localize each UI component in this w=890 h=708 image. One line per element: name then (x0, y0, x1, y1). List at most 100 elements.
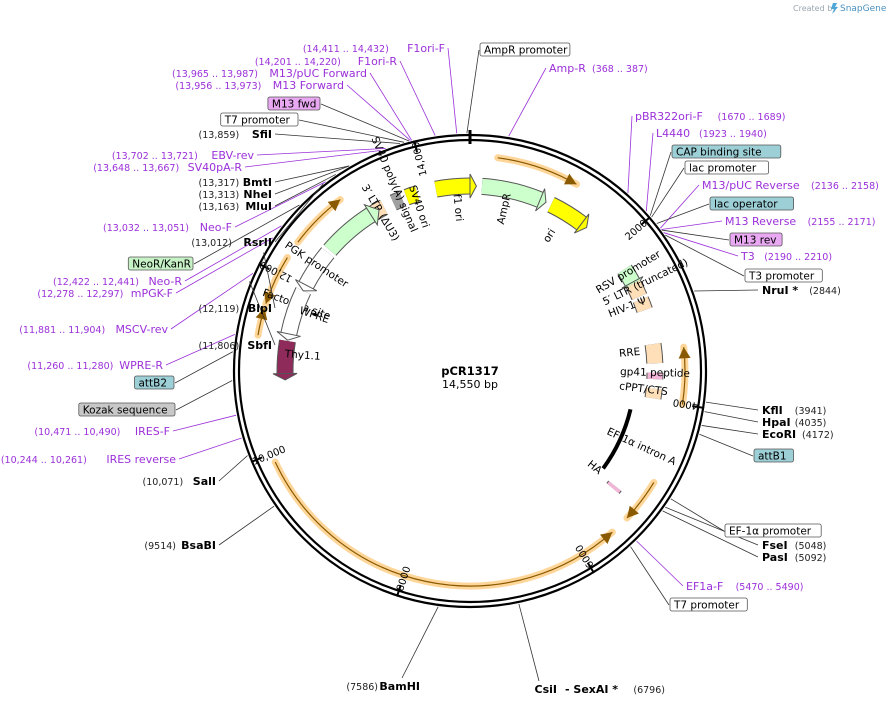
enzyme-pos-sfii: (13,859) (199, 130, 240, 141)
leader-box-m13-rev-4 (661, 229, 730, 241)
leader-primer-m13-puc-forward (369, 72, 412, 141)
box-attb1-6 (753, 448, 794, 463)
primer-pos-mscv-rev: (11,881 .. 11,904) (19, 325, 105, 336)
feature-sv40-ori (404, 186, 420, 205)
primer-pos-wpre-r: (11,260 .. 11,280) (27, 361, 113, 372)
feature-f1-ori-arrowhead (469, 173, 477, 199)
snapgene-logo: Created by SnapGene (793, 3, 887, 14)
leader-primer-f1ori-r (399, 60, 436, 136)
leader-primer-ebv-rev (256, 148, 386, 156)
leader-pasi (662, 510, 759, 558)
feature-5-ltr-truncated (626, 280, 647, 300)
box-cap-binding-site-1 (671, 144, 782, 159)
enzyme-csii: CsiI (535, 683, 557, 696)
enzyme-sali: SalI (193, 475, 216, 488)
leader-box-neor-kanr-11 (193, 204, 300, 265)
box-label-attb1-6: attB1 (758, 451, 787, 463)
box-lac-operator-3 (709, 196, 794, 211)
box-label-t7-promoter-10: T7 promoter (224, 115, 291, 127)
feature-wpre (281, 287, 311, 336)
enzyme-bsabi: BsaBI (181, 539, 216, 552)
leader-primer-f1ori-f (447, 47, 458, 134)
tick-label-10000: 10,000 (251, 444, 288, 468)
leader-csii (518, 603, 540, 682)
enzyme-pos-kfli: (3941) (795, 406, 827, 417)
leader-ecori (701, 425, 759, 435)
orf-arrowhead-6 (327, 199, 341, 212)
tick-10000 (250, 456, 263, 463)
leader-sali (218, 455, 248, 482)
feature-sv40-poly-a-signal (390, 191, 405, 210)
primer-pbr322ori-f: pBR322ori-F (635, 110, 703, 123)
box-m13-fwd-9 (267, 96, 321, 111)
tick-8000 (396, 584, 402, 597)
leader-primer-mpgk-f (175, 237, 273, 294)
feature-rre (645, 343, 663, 364)
plasmid-name: pCR1317 (441, 364, 499, 378)
brand-text: SnapGene (840, 4, 887, 14)
feature-cppt-cts-label: cPPT/CTS (619, 380, 669, 398)
enzyme-blpi: BlpI (248, 302, 272, 315)
primer-pos-ef1a-f: (5470 .. 5490) (736, 582, 804, 593)
feature-ampr (481, 178, 543, 207)
orf-arrowhead-3 (600, 532, 613, 545)
box-kozak-sequence-13 (78, 402, 176, 417)
box-label-t3-promoter-5: T3 promoter (748, 271, 815, 283)
enzyme-pos-sbfi: (11,806) (199, 341, 240, 352)
created-by-text: Created by (793, 4, 837, 13)
tick-2000 (640, 216, 651, 226)
leader-primer-m13-forward (346, 84, 411, 141)
leader-primer-sv40pa-r (244, 150, 381, 168)
feature-ori (547, 197, 587, 230)
feature-ori-arrowhead (573, 213, 590, 234)
primer-neo-f: Neo-F (200, 221, 232, 234)
leader-box-m13-fwd-9 (320, 103, 410, 142)
primer-pos-ires-f: (10,471 .. 10,490) (34, 427, 120, 438)
feature-ha-label: HA (585, 458, 605, 477)
enzyme-pasi: PasI (762, 551, 788, 564)
tick-6000 (586, 562, 595, 574)
enzyme-pos-nrui: (2844) (809, 286, 841, 297)
box-t7-promoter-8 (669, 597, 748, 612)
primer-pos-mpgk-f: (12,278 .. 12,297) (37, 289, 123, 300)
primer-ires-reverse: IRES reverse (106, 453, 176, 466)
primer-m13-forward: M13 Forward (273, 79, 344, 92)
plasmid-length: 14,550 bp (442, 378, 498, 391)
box-ampr-promoter-0 (479, 42, 571, 57)
feature-factor-xa-site (312, 312, 318, 317)
enzyme-pos-sali: (10,071) (143, 477, 184, 488)
enzyme-hpai: HpaI (762, 416, 791, 429)
feature-f1-ori (434, 178, 471, 197)
feature-ampr-arrowhead (535, 188, 547, 212)
primer-ef1a-f: EF1a-F (686, 580, 723, 593)
primer-m13-puc-forward: M13/pUC Forward (269, 67, 367, 80)
leader-box-t7-promoter-8 (630, 546, 670, 606)
tick-label-4000: 4000 (672, 396, 699, 411)
leader-hpai (704, 411, 759, 423)
enzyme-pos-bmti: (13,317) (199, 178, 240, 189)
orf-band-0 (494, 154, 580, 188)
orf-band-3 (271, 458, 616, 590)
tick-12000 (258, 262, 270, 271)
box-label-attb2-12: attB2 (139, 378, 168, 390)
primer-pos-l4440: (1923 .. 1940) (699, 129, 767, 140)
enzyme-nhei: NheI (243, 188, 272, 201)
box-label-lac-operator-3: lac operator (714, 199, 778, 211)
tick-label-2000: 2000 (623, 218, 649, 243)
enzyme-rsrii: RsrII (243, 236, 272, 249)
enzyme-pos-sexai: (6796) (633, 685, 665, 696)
leader-box-kozak-sequence-13 (175, 380, 233, 411)
primer-pos-ires-reverse: (10,244 .. 10,261) (1, 455, 87, 466)
leader-box-attb2-12 (174, 351, 233, 384)
leader-primer-neo-r (184, 225, 282, 282)
feature-ef-1-intron-a (601, 408, 633, 470)
box-attb2-12 (134, 375, 175, 390)
box-neor-kanr-11 (127, 256, 194, 271)
feature-neor-arrowhead (363, 203, 380, 227)
primer-pos-ebv-rev: (13,702 .. 13,721) (112, 151, 198, 162)
primer-m13-reverse: M13 Reverse (725, 215, 796, 228)
leader-box-ampr-promoter-0 (466, 49, 480, 134)
leader-nhei (274, 165, 349, 195)
leader-box-attb1-6 (699, 433, 754, 457)
